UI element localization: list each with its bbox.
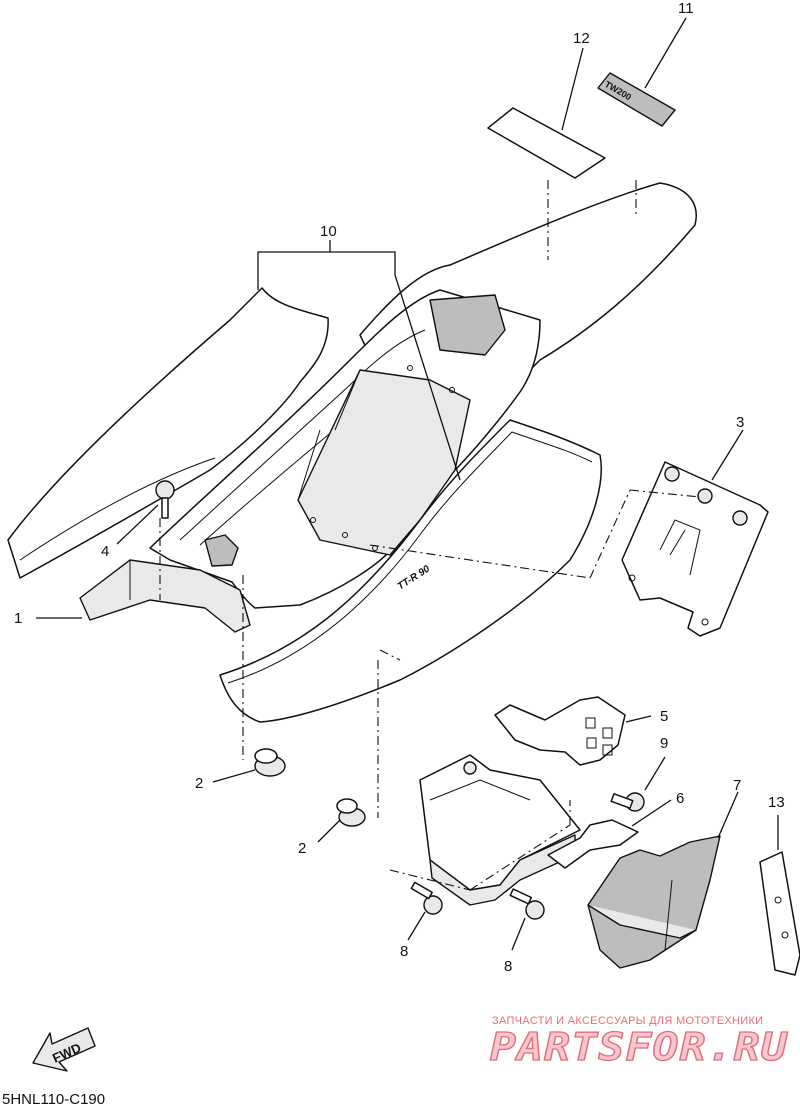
- callout-8-left: 8: [400, 943, 408, 960]
- callout-9: 9: [660, 735, 668, 752]
- callout-4: 4: [101, 543, 109, 560]
- fwd-arrow-icon: FWD: [32, 1027, 96, 1072]
- bracket-5: [494, 696, 626, 766]
- pad-6: [547, 819, 639, 869]
- callout-2-lower: 2: [298, 840, 306, 857]
- leader-lines: [36, 17, 779, 951]
- seat-main: [79, 182, 697, 633]
- callout-1: 1: [14, 610, 22, 627]
- reference-lines: [159, 180, 701, 891]
- callout-3: 3: [736, 414, 744, 431]
- bracket-3: [621, 461, 769, 637]
- callout-6: 6: [676, 790, 684, 807]
- callout-8-right: 8: [504, 958, 512, 975]
- callout-12: 12: [573, 30, 590, 47]
- watermark-brand: PARTSFOR.RU: [490, 1025, 788, 1069]
- decal-12: [487, 107, 606, 179]
- bolt-4: [155, 480, 175, 519]
- battery-box: [419, 754, 581, 906]
- clip-13: [759, 851, 800, 976]
- callouts: 1 2 2 3 4 5 6 7 8 8 9 10 11 12 13: [14, 0, 785, 975]
- watermark-tagline: ЗАПЧАСТИ И АКСЕССУАРЫ ДЛЯ МОТОТЕХНИКИ: [492, 1015, 763, 1027]
- bolt-8-left: [410, 881, 443, 915]
- bolt-9: [610, 792, 645, 812]
- callout-7: 7: [733, 777, 741, 794]
- grommet-2-upper: [254, 748, 286, 777]
- side-cover-panel: TT-R 90: [219, 419, 602, 723]
- callout-11: 11: [678, 0, 694, 17]
- decal-11: TW200: [597, 72, 676, 127]
- callout-13: 13: [768, 794, 785, 811]
- callout-10: 10: [320, 223, 337, 240]
- diagram-code: 5HNL110-C190: [2, 1091, 105, 1106]
- callout-5: 5: [660, 708, 668, 725]
- watermark: ЗАПЧАСТИ И АКСЕССУАРЫ ДЛЯ МОТОТЕХНИКИ PA…: [489, 1015, 788, 1070]
- battery-7: [587, 835, 721, 969]
- bolt-8-right: [509, 888, 545, 920]
- callout-2-upper: 2: [195, 775, 203, 792]
- seat-left-cover: [7, 287, 329, 579]
- grommet-2-lower: [336, 798, 366, 827]
